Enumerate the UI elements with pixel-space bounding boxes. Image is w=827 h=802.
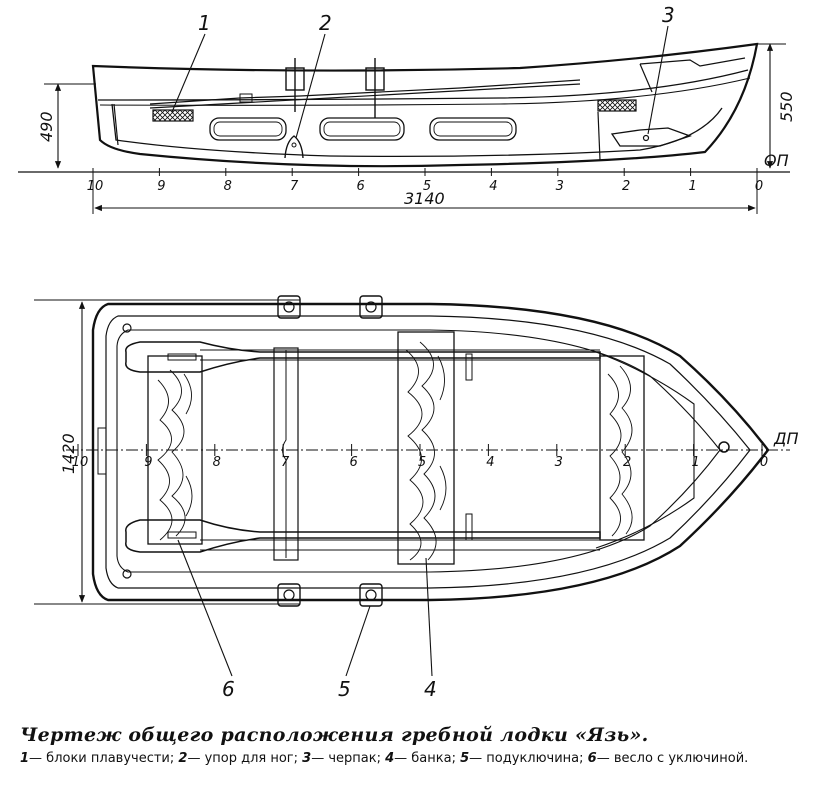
caption-legend: 1— блоки плавучести; 2— упор для ног; 3—…: [20, 751, 820, 767]
side-station-label-7: 7: [290, 179, 299, 194]
legend-num-1: 1: [20, 751, 30, 766]
side-station-label-9: 9: [157, 179, 165, 194]
height-right-label: 550: [777, 91, 796, 122]
plan-hull-outline: [91, 302, 770, 602]
legend-text-2: — упор для ног;: [187, 751, 299, 766]
side-hull-outline: [91, 42, 759, 168]
side-station-label-10: 10: [87, 179, 104, 194]
plan-station-label-1: 1: [691, 455, 699, 470]
plan-station-label-10: 10: [72, 455, 89, 470]
caption-title: Чертеж общего расположения гребной лодки…: [20, 724, 649, 746]
oar-upper: [125, 341, 601, 373]
side-view: [18, 25, 790, 214]
bench-bow: [599, 355, 645, 541]
callout-5: 5: [338, 677, 351, 701]
side-station-label-8: 8: [224, 179, 232, 194]
figure-caption: Чертеж общего расположения гребной лодки…: [20, 724, 820, 767]
bench-middle: [397, 331, 455, 565]
bow-ring: [718, 441, 730, 453]
plan-station-label-9: 9: [144, 455, 152, 470]
legend-num-2: 2: [178, 751, 188, 766]
callout-4: 4: [424, 677, 437, 701]
legend-text-6: — весло с уключиной.: [596, 751, 749, 766]
plan-station-label-0: 0: [760, 455, 768, 470]
bench-stern: [147, 355, 203, 545]
width-label: 1420: [59, 433, 78, 474]
baseline-label: ОП: [764, 151, 789, 170]
callout-1: 1: [198, 11, 211, 35]
plan-station-label-7: 7: [281, 455, 290, 470]
flotation-block-bow: [597, 99, 637, 112]
plan-station-label-3: 3: [555, 455, 563, 470]
foot-rest: [284, 135, 304, 159]
plan-station-label-2: 2: [623, 455, 631, 470]
legend-text-1: — блоки плавучести;: [29, 751, 175, 766]
side-station-label-2: 2: [622, 179, 630, 194]
legend-num-4: 4: [385, 751, 395, 766]
length-label: 3140: [404, 189, 445, 208]
legend-text-5: — подуключина;: [469, 751, 584, 766]
centerline-label: ДП: [773, 429, 799, 448]
plan-station-label-8: 8: [213, 455, 221, 470]
plan-station-label-5: 5: [418, 455, 426, 470]
flotation-block-stern: [152, 109, 194, 122]
callout-2: 2: [319, 11, 332, 35]
side-station-label-3: 3: [556, 179, 564, 194]
side-station-label-6: 6: [356, 179, 364, 194]
callout-6: 6: [222, 677, 235, 701]
legend-num-5: 5: [460, 751, 470, 766]
side-station-label-4: 4: [489, 179, 497, 194]
height-left-label: 490: [37, 111, 56, 142]
legend-text-3: — черпак;: [311, 751, 381, 766]
legend-num-6: 6: [587, 751, 597, 766]
oar-lower: [125, 519, 601, 553]
callout-3: 3: [662, 3, 675, 27]
bailer: [610, 127, 692, 147]
side-station-label-5: 5: [423, 179, 431, 194]
plan-station-label-4: 4: [486, 455, 494, 470]
plan-station-label-6: 6: [349, 455, 357, 470]
legend-text-4: — банка;: [394, 751, 456, 766]
side-station-label-0: 0: [755, 179, 763, 194]
legend-num-3: 3: [302, 751, 312, 766]
plan-view: [34, 295, 790, 677]
side-station-label-1: 1: [688, 179, 696, 194]
